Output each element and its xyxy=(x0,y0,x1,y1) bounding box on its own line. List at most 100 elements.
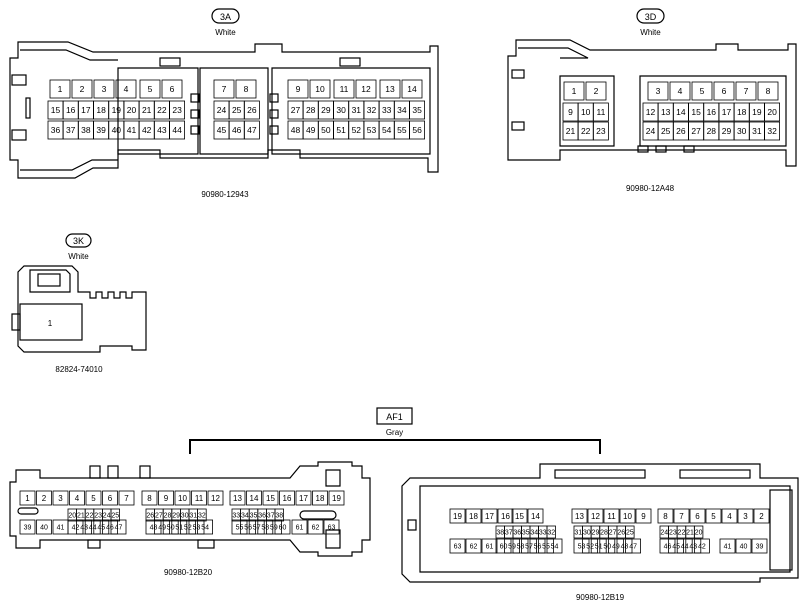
pin-cell xyxy=(657,508,674,524)
pin-label: 61 xyxy=(486,543,494,550)
pin-label: 13 xyxy=(661,107,671,117)
pin-cell xyxy=(685,538,702,554)
pin-cell xyxy=(179,519,196,535)
pin-cell xyxy=(465,508,482,524)
pin-label: 17 xyxy=(485,512,494,521)
pin-label: 21 xyxy=(566,126,576,136)
pin-label: 14 xyxy=(407,84,417,94)
pin-label: 23 xyxy=(172,105,182,115)
pin-label: 56 xyxy=(534,543,542,550)
pin-cell xyxy=(585,81,607,101)
pin-label: 23 xyxy=(94,512,102,519)
pin-cell xyxy=(691,81,713,101)
pin-label: 43 xyxy=(157,125,167,135)
pin-label: 5 xyxy=(91,494,96,503)
pin-label: 2 xyxy=(759,512,764,521)
pin-cell xyxy=(295,490,312,506)
pin-label: 15 xyxy=(691,107,701,117)
pin-label: 29 xyxy=(722,126,732,136)
pin-label: 16 xyxy=(66,105,76,115)
pin-cell xyxy=(538,538,554,554)
pin-label: 19 xyxy=(453,512,462,521)
pin-label: 4 xyxy=(678,86,683,96)
pin-cell xyxy=(169,120,186,140)
pin-cell xyxy=(246,490,262,506)
connector-af1-label-box xyxy=(376,407,413,425)
pin-cell xyxy=(71,79,93,99)
pin-cell xyxy=(93,79,115,99)
pin-label: 14 xyxy=(531,512,540,521)
connector-af1-color: Gray xyxy=(386,428,403,437)
pin-label: 21 xyxy=(142,105,152,115)
pin-cell xyxy=(115,79,137,99)
pin-cell xyxy=(197,519,214,535)
pin-cell xyxy=(511,508,528,524)
pin-label: 9 xyxy=(164,494,169,503)
pin-label: 47 xyxy=(247,125,257,135)
pin-label: 9 xyxy=(296,84,301,94)
pin-cell xyxy=(497,508,514,524)
pin-cell xyxy=(328,490,345,506)
pin-label: 5 xyxy=(700,86,705,96)
pin-cell xyxy=(309,79,331,99)
pin-cell xyxy=(521,538,537,554)
pin-label: 59 xyxy=(270,524,278,531)
pin-label: 15 xyxy=(51,105,61,115)
pin-label: 26 xyxy=(617,529,625,536)
pin-label: 2 xyxy=(594,86,599,96)
pin-label: 10 xyxy=(178,494,187,503)
pin-label: 12 xyxy=(591,512,600,521)
pin-cell xyxy=(735,538,752,554)
pin-label: 51 xyxy=(175,524,183,531)
pin-label: 39 xyxy=(96,125,106,135)
connector-3d-color: White xyxy=(640,28,661,37)
pin-cell xyxy=(174,490,191,506)
connector-3d-id: 3D xyxy=(645,12,657,22)
pin-cell xyxy=(118,490,135,506)
pin-label: 27 xyxy=(609,529,617,536)
pin-label: 57 xyxy=(253,524,261,531)
connector-3d-housing xyxy=(507,39,797,167)
connector-3k-label-badge xyxy=(65,233,92,248)
pin-label: 52 xyxy=(586,543,594,550)
pin-label: 53 xyxy=(193,524,201,531)
pin-cell xyxy=(379,79,401,99)
pin-label: 21 xyxy=(77,512,85,519)
pin-label: 41 xyxy=(724,543,732,550)
pin-label: 44 xyxy=(89,524,97,531)
pin-label: 31 xyxy=(352,105,362,115)
connector-3d-label-badge xyxy=(636,8,665,24)
pin-label: 54 xyxy=(382,125,392,135)
pin-cell xyxy=(110,508,121,522)
pin-label: 22 xyxy=(581,126,591,136)
pin-cell xyxy=(608,538,624,554)
pin-label: 18 xyxy=(316,494,325,503)
pin-cell xyxy=(713,81,735,101)
pin-label: 31 xyxy=(752,126,762,136)
pin-label: 41 xyxy=(127,125,137,135)
pin-label: 42 xyxy=(72,524,80,531)
pin-cell xyxy=(265,519,282,535)
pin-label: 45 xyxy=(672,543,680,550)
pin-label: 44 xyxy=(681,543,689,550)
pin-label: 33 xyxy=(539,529,547,536)
pin-label: 32 xyxy=(767,126,777,136)
pin-label: 39 xyxy=(756,543,764,550)
pin-label: 12 xyxy=(211,494,220,503)
pin-cell xyxy=(102,519,118,535)
pin-label: 24 xyxy=(646,126,656,136)
pin-cell xyxy=(603,508,620,524)
pin-label: 11 xyxy=(195,494,204,503)
pin-cell xyxy=(635,508,652,524)
pin-label: 17 xyxy=(81,105,91,115)
pin-cell xyxy=(619,508,636,524)
connector-3k: 3K White 1 82824-74010 xyxy=(11,233,147,374)
pin-label: 45 xyxy=(217,125,227,135)
pin-cell xyxy=(757,81,779,101)
pin-cell xyxy=(229,490,246,506)
pin-label: 40 xyxy=(740,543,748,550)
pin-cell xyxy=(207,490,224,506)
pin-label: 18 xyxy=(96,105,106,115)
